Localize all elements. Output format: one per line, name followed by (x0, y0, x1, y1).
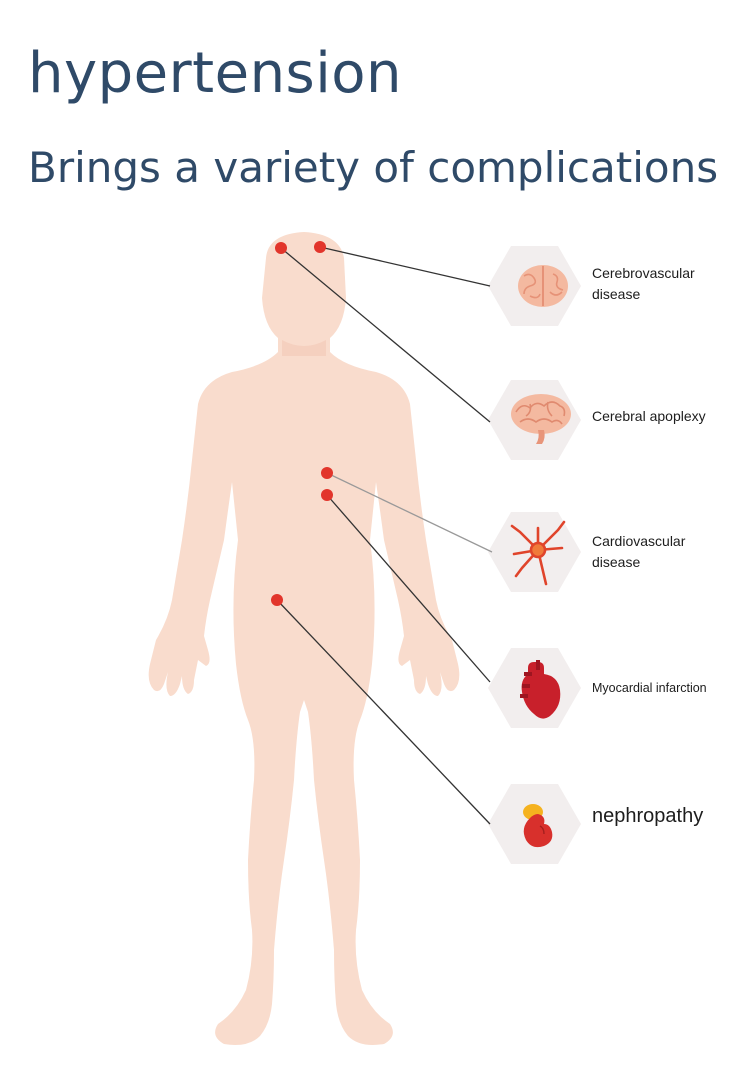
leader-line-4 (276, 599, 491, 825)
label-0-line1: Cerebrovascular (592, 265, 695, 281)
label-3-line1: Myocardial infarction (592, 681, 707, 695)
leader-line-2 (326, 472, 493, 553)
body-torso-limbs (148, 352, 460, 1045)
page-subtitle: Brings a variety of complications (28, 143, 719, 192)
label-0-line2: disease (592, 286, 641, 302)
human-body-silhouette (148, 232, 460, 1045)
brain-top-icon (518, 265, 568, 307)
label-2-line2: disease (592, 554, 641, 570)
body-neck (282, 340, 326, 356)
leader-line-0 (319, 246, 491, 287)
marker-chest-upper (321, 467, 333, 479)
marker-head-left (275, 242, 287, 254)
kidney-icon (523, 804, 553, 848)
leader-line-3 (326, 494, 491, 683)
label-4-line1: nephropathy (592, 805, 704, 827)
heart-icon (520, 660, 561, 719)
label-cerebrovascular-disease: Cerebrovascular disease (592, 263, 742, 305)
marker-chest-lower (321, 489, 333, 501)
label-nephropathy: nephropathy (592, 806, 748, 827)
label-cardiovascular-disease: Cardiovascular disease (592, 531, 742, 573)
body-head (262, 232, 346, 356)
leader-lines (276, 246, 493, 825)
blood-vessel-icon (510, 520, 566, 586)
brain-side-icon (511, 394, 571, 444)
label-cerebral-apoplexy: Cerebral apoplexy (592, 406, 748, 427)
label-myocardial-infarction: Myocardial infarction (592, 678, 748, 699)
page-title: hypertension (28, 41, 403, 106)
markers (271, 241, 333, 606)
leader-line-1 (280, 247, 491, 423)
marker-head-right (314, 241, 326, 253)
marker-abdomen (271, 594, 283, 606)
label-2-line1: Cardiovascular (592, 533, 686, 549)
label-1-line1: Cerebral apoplexy (592, 408, 706, 424)
